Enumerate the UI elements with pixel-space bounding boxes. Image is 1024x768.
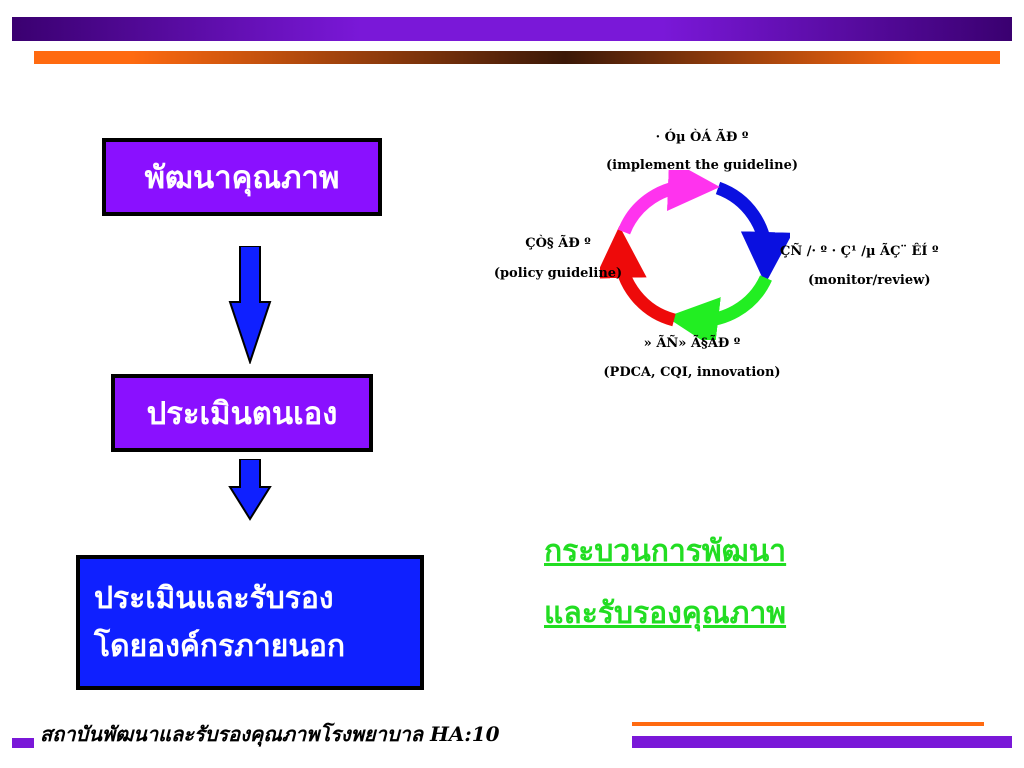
external-accreditation-line1: ประเมินและรับรอง bbox=[94, 580, 334, 616]
cycle-bottom-thai-label: » ÃÑ» Ã§ÃÐ º bbox=[643, 336, 741, 351]
develop-quality-box: พัฒนาคุณภาพ bbox=[102, 138, 382, 216]
cycle-top-english-label: (implement the guideline) bbox=[606, 158, 798, 173]
cycle-left-thai-label: ÇÒ§ ÃÐ º bbox=[525, 236, 591, 251]
cycle-arrow-check bbox=[715, 181, 790, 284]
down-arrow-icon bbox=[228, 246, 272, 364]
footer-institution-text: สถาบันพัฒนาและรับรองคุณภาพโรงพยาบาล HA:1… bbox=[40, 722, 500, 746]
cycle-arrow-do bbox=[617, 170, 720, 235]
external-accreditation-line2: โดยองค์กรภายนอก bbox=[94, 628, 346, 664]
external-accreditation-box: ประเมินและรับรอง โดยองค์กรภายนอก bbox=[76, 555, 424, 690]
develop-quality-label: พัฒนาคุณภาพ bbox=[144, 160, 340, 196]
cycle-left-english-label: (policy guideline) bbox=[493, 266, 623, 281]
cycle-right-thai-label: ÇÑ /· º · Ç¹ /µ ÃÇ¨ ÊÍ º bbox=[780, 244, 939, 259]
self-assessment-label: ประเมินตนเอง bbox=[146, 396, 338, 432]
cycle-arrow-act bbox=[666, 275, 772, 340]
cycle-right-english-label: (monitor/review) bbox=[808, 273, 931, 288]
self-assessment-box: ประเมินตนเอง bbox=[111, 374, 373, 452]
footer-orange-line bbox=[632, 722, 984, 726]
process-title-line2: และรับรองคุณภาพ bbox=[544, 596, 787, 631]
pdca-cycle-diagram bbox=[600, 170, 790, 340]
cycle-arrow-plan bbox=[600, 226, 676, 327]
cycle-top-thai-label: · Óµ ÒÁ ÃÐ º bbox=[655, 130, 749, 145]
down-arrow-small-icon bbox=[228, 459, 272, 521]
header-purple-bar bbox=[12, 17, 1012, 41]
cycle-bottom-english-label: (PDCA, CQI, innovation) bbox=[603, 365, 781, 380]
process-title-line1: กระบวนการพัฒนา bbox=[544, 534, 787, 569]
footer-purple-bar bbox=[632, 736, 1012, 748]
header-orange-bar bbox=[34, 51, 1000, 64]
footer-purple-square bbox=[12, 738, 34, 748]
